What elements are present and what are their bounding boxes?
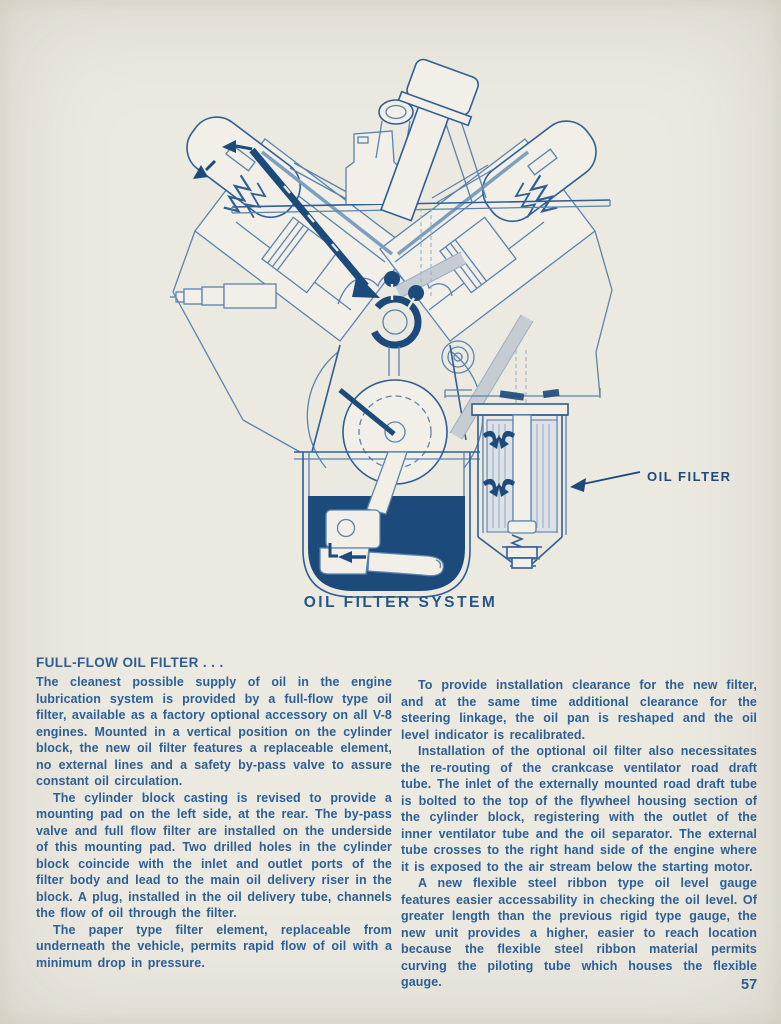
drain-bolt-icon <box>511 557 533 569</box>
oil-filter-canister <box>444 314 601 569</box>
piston-left <box>261 216 339 294</box>
spark-plug-icon <box>170 283 277 309</box>
article-heading: FULL-FLOW OIL FILTER . . . <box>36 655 224 670</box>
oil-filter-callout: OIL FILTER <box>570 469 732 492</box>
crankshaft-damper <box>306 340 484 485</box>
oil-passage <box>193 140 380 298</box>
distributor-tube <box>375 99 414 159</box>
rocker-cover-left <box>186 116 301 219</box>
left-column: FULL-FLOW OIL FILTER . . . The cleanest … <box>36 655 392 971</box>
paragraph: Installation of the optional oil filter … <box>401 744 757 874</box>
figure-caption: OIL FILTER SYSTEM <box>303 594 498 611</box>
piston-right <box>439 216 517 294</box>
paragraph: A new flexible steel ribbon type oil lev… <box>401 876 757 989</box>
paragraph: The cylinder block casting is revised to… <box>36 790 392 921</box>
oil-pump-pickup <box>319 451 445 577</box>
oil-filter-callout-label: OIL FILTER <box>647 469 732 484</box>
filter-center-tube <box>512 414 532 522</box>
valve-spring-right <box>514 174 558 219</box>
engine-cutaway-figure: OIL FILTER <box>170 58 732 598</box>
pushrod-left <box>260 150 394 256</box>
paragraph: The cleanest possible supply of oil in t… <box>36 675 392 788</box>
engine-cutaway-drawing <box>170 58 613 485</box>
paragraph: The paper type filter element, replaceab… <box>36 922 392 970</box>
oil-pan <box>302 451 471 598</box>
page-number: 57 <box>741 977 758 993</box>
paragraph: To provide installation clearance for th… <box>401 678 757 742</box>
cam-journal <box>368 271 424 349</box>
oil-filler-cap-icon <box>380 58 480 222</box>
right-column: To provide installation clearance for th… <box>401 677 757 991</box>
